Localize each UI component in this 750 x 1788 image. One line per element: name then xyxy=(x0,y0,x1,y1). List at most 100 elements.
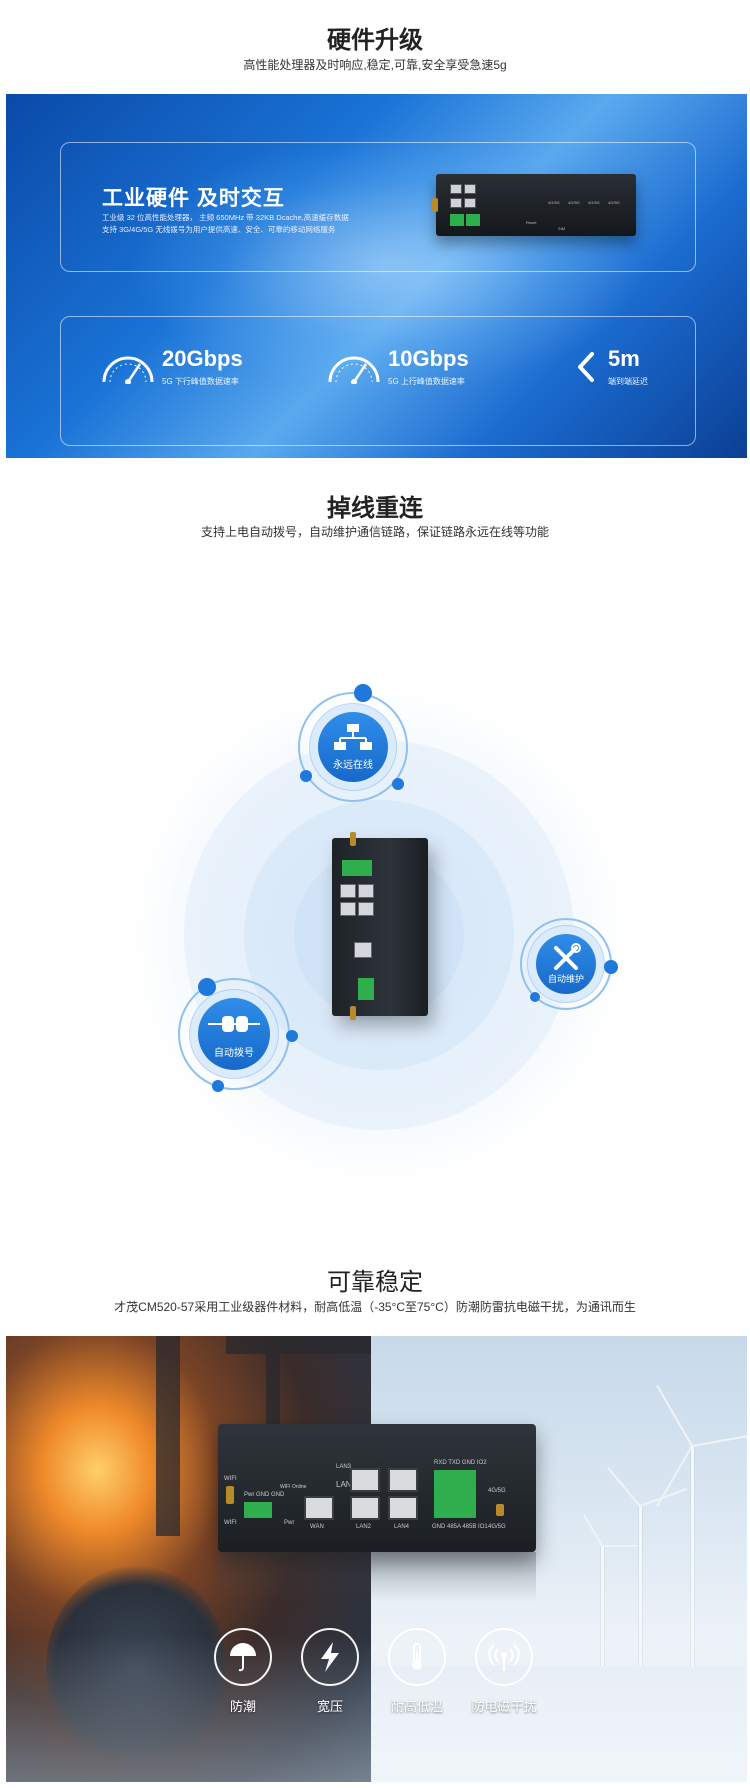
turbine xyxy=(639,1506,642,1726)
terminal-block xyxy=(450,214,464,226)
steel-beam xyxy=(226,1336,371,1354)
section-subtitle-hardware: 高性能处理器及时响应,稳定,可靠,安全享受急速5g xyxy=(243,58,507,72)
lan2-label: LAN2 xyxy=(356,1524,372,1530)
feature-circle xyxy=(388,1628,446,1686)
badge-label: 自动拨号 xyxy=(214,1048,254,1059)
hardware-banner: 工业硬件 及时交互 工业级 32 位高性能处理器， 主频 650MHz 带 32… xyxy=(6,94,747,458)
wifi-label: WIFI xyxy=(224,1476,237,1482)
wan-label: WAN xyxy=(310,1524,324,1530)
antenna xyxy=(350,832,356,846)
turbine-blade xyxy=(607,1467,641,1507)
banner-desc-line1: 工业级 32 位高性能处理器， 主频 650MHz 带 32KB Dcache,… xyxy=(102,213,349,222)
orbit-dot xyxy=(286,1030,298,1042)
turbine-blade xyxy=(602,1545,638,1547)
antenna-label: 4G/5G xyxy=(608,200,620,205)
antenna-label: 4G/5G xyxy=(568,200,580,205)
banner-desc-line2: 支持 3G/4G/5G 无线拨号为用户提供高速、安全、可靠的移动网络服务 xyxy=(102,225,336,234)
serial-label: RXD TXD GND IO2 xyxy=(434,1460,487,1466)
lan-port xyxy=(358,902,374,916)
terminal-block xyxy=(358,978,374,1000)
stat-value: 10Gbps xyxy=(388,346,469,371)
feature-circle xyxy=(301,1628,359,1686)
feature-moisture-proof: 防潮 xyxy=(203,1628,283,1715)
lan4-label: LAN4 xyxy=(394,1524,410,1530)
lan-port xyxy=(388,1468,418,1492)
signal-icon xyxy=(488,1644,520,1671)
antenna xyxy=(226,1486,234,1504)
feature-label: 防电磁干扰 xyxy=(471,1699,537,1714)
turbine-blade xyxy=(691,1432,747,1447)
banner-description: 工业级 32 位高性能处理器， 主频 650MHz 带 32KB Dcache,… xyxy=(102,212,402,236)
turbine-blade xyxy=(656,1384,693,1447)
steel-beam xyxy=(156,1336,180,1536)
reset-label: Reset xyxy=(526,220,537,225)
tools-icon xyxy=(554,943,581,970)
lan-port xyxy=(450,198,462,208)
lan-port xyxy=(350,1496,380,1520)
wind-farm-scene xyxy=(371,1336,747,1782)
orbit-dot xyxy=(392,778,404,790)
plug-icon xyxy=(208,1016,260,1032)
feature-emi-resistance: 防电磁干扰 xyxy=(464,1628,544,1715)
lan1-label: LAN1 xyxy=(336,1480,357,1489)
feature-label: 耐高低温 xyxy=(390,1699,443,1714)
thermometer-icon xyxy=(412,1643,422,1670)
umbrella-icon xyxy=(230,1643,256,1672)
badge-label: 自动维护 xyxy=(547,974,584,984)
serial-label: GND 485A 485B IO1 xyxy=(432,1524,488,1530)
antenna xyxy=(496,1504,504,1516)
bottom-fade xyxy=(6,1636,747,1782)
section-title-reconnect: 掉线重连 xyxy=(327,495,423,522)
lan-port xyxy=(350,1468,380,1492)
feature-circle xyxy=(214,1628,272,1686)
ladle xyxy=(46,1566,226,1766)
wan-port xyxy=(304,1496,334,1520)
online-label: WIFI Online xyxy=(280,1484,307,1490)
feature-circle xyxy=(475,1628,533,1686)
terminal-block xyxy=(466,214,480,226)
feature-label: 宽压 xyxy=(316,1699,343,1714)
wifi-label: WIFI xyxy=(224,1520,237,1526)
lightning-icon xyxy=(321,1642,339,1672)
orbit-dot xyxy=(604,960,618,974)
feature-label: 防潮 xyxy=(229,1699,256,1714)
badge-auto-maintain: 自动维护 xyxy=(536,934,596,994)
terminal-block xyxy=(342,860,372,876)
antenna xyxy=(350,1006,356,1020)
network-icon xyxy=(334,724,372,750)
section-subtitle-reconnect: 支持上电自动拨号，自动维护通信链路，保证链路永远在线等功能 xyxy=(200,525,549,539)
antenna-label: 4G/5G xyxy=(548,200,560,205)
lan-port xyxy=(464,198,476,208)
badge-always-online: 永远在线 xyxy=(318,712,388,782)
orbit-dot xyxy=(212,1080,224,1092)
antenna-label: 4G/5G xyxy=(588,200,600,205)
cm520-router-image: WIFI WIFI Pwr GND GND WIFI Online Pwr WA… xyxy=(218,1424,536,1552)
stat-uplink: 10Gbps 5G 上行峰值数据速率 xyxy=(326,344,486,404)
terminal-block xyxy=(434,1470,476,1518)
speedometer-icon xyxy=(102,356,154,384)
stat-latency: 5m 端到端延迟 xyxy=(572,344,692,404)
chevron-left-icon xyxy=(578,352,594,382)
din-rail-router-image xyxy=(332,832,428,1020)
banner-top-panel xyxy=(60,142,696,272)
banner-heading: 工业硬件 及时交互 xyxy=(102,187,285,210)
feature-temperature: 耐高低温 xyxy=(377,1628,457,1715)
stat-value: 5m xyxy=(608,346,640,371)
lan3-label: LAN3 xyxy=(336,1464,352,1470)
speedometer-icon xyxy=(328,356,380,384)
antenna-label: 4G/5G xyxy=(488,1524,506,1530)
badge-auto-dial: 自动拨号 xyxy=(198,998,270,1070)
power-label: Pwr GND GND xyxy=(244,1492,285,1498)
orbit-dot xyxy=(198,978,216,996)
orbit-dot xyxy=(354,684,372,702)
environment-banner xyxy=(6,1336,747,1782)
stat-value: 20Gbps xyxy=(162,346,243,371)
feature-wide-voltage: 宽压 xyxy=(290,1628,370,1715)
stat-label: 5G 下行峰值数据速率 xyxy=(162,377,239,386)
snow-ground xyxy=(371,1666,747,1782)
pwr-led-label: Pwr xyxy=(284,1520,295,1526)
antenna xyxy=(432,198,438,212)
section-title-stable: 可靠稳定 xyxy=(327,1269,423,1296)
wan-port xyxy=(354,942,372,958)
lan-port xyxy=(340,884,356,898)
